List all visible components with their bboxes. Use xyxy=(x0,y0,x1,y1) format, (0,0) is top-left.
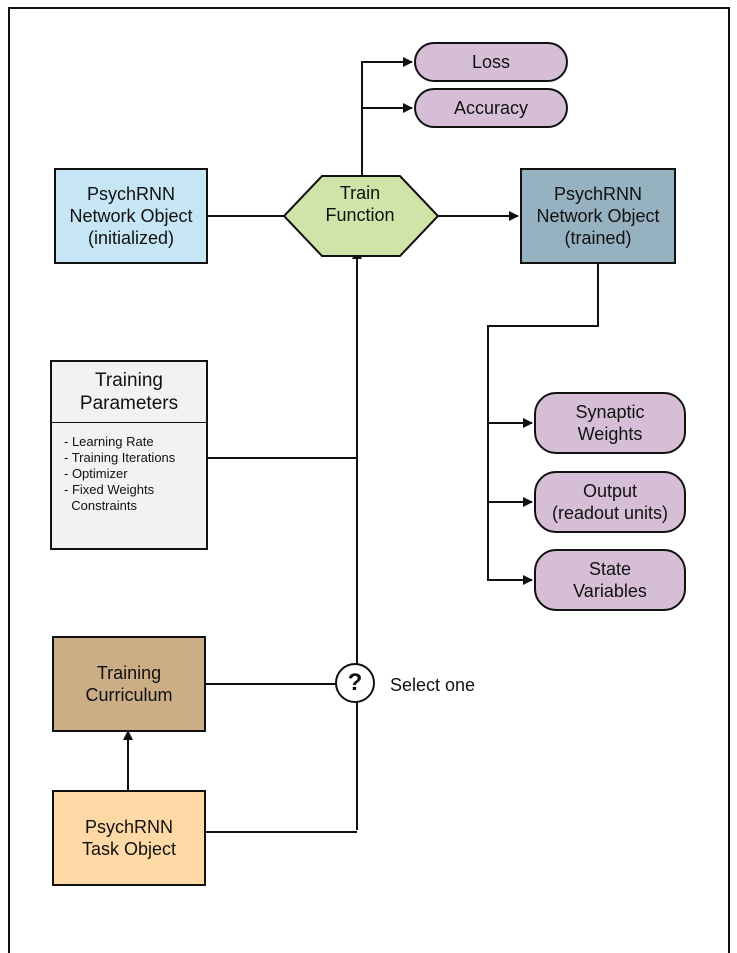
readout-line-2: (readout units) xyxy=(551,503,669,523)
param-item: Constraints xyxy=(64,498,137,513)
frame-border xyxy=(8,7,730,953)
training-parameters-title-line-2: Parameters xyxy=(79,393,179,414)
network-object-initialized: PsychRNN Network Object (initialized) xyxy=(54,168,208,264)
select-one-label: Select one xyxy=(390,675,476,695)
accuracy-output: Accuracy xyxy=(414,88,568,128)
network-trained-line-2: Network Object xyxy=(536,206,660,226)
readout-line-1: Output xyxy=(582,481,638,501)
training-parameters: Training Parameters - Learning Rate - Tr… xyxy=(50,360,208,550)
param-item: - Training Iterations xyxy=(64,450,176,465)
training-parameters-title: Training Parameters xyxy=(52,362,206,423)
readout-output: Output (readout units) xyxy=(534,471,686,533)
training-curriculum-line-2: Curriculum xyxy=(85,685,173,705)
param-item: - Fixed Weights xyxy=(64,482,155,497)
loss-output: Loss xyxy=(414,42,568,82)
training-curriculum: Training Curriculum xyxy=(52,636,206,732)
network-trained-line-1: PsychRNN xyxy=(553,184,642,204)
task-object-line-1: PsychRNN xyxy=(84,817,173,837)
network-initialized-line-1: PsychRNN xyxy=(86,184,175,204)
train-function-line-2: Function xyxy=(325,205,395,225)
task-object: PsychRNN Task Object xyxy=(52,790,206,886)
train-function-shape xyxy=(282,175,440,257)
train-function-line-1: Train xyxy=(339,183,381,203)
training-parameters-title-line-1: Training xyxy=(95,370,163,391)
state-variables-line-1: State xyxy=(588,559,632,579)
task-object-line-2: Task Object xyxy=(81,839,177,859)
loss-label: Loss xyxy=(471,52,511,72)
param-item: - Learning Rate xyxy=(64,434,154,449)
network-initialized-line-2: Network Object xyxy=(69,206,193,226)
synaptic-weights-line-1: Synaptic xyxy=(575,402,645,422)
param-item: - Optimizer xyxy=(64,466,128,481)
edge-trained-down xyxy=(487,264,599,580)
training-curriculum-line-1: Training xyxy=(96,663,162,683)
network-trained-line-3: (trained) xyxy=(564,228,632,248)
network-object-trained: PsychRNN Network Object (trained) xyxy=(520,168,676,264)
state-variables-line-2: Variables xyxy=(573,581,647,601)
train-function: Train Function xyxy=(282,161,438,247)
question-mark-symbol: ? xyxy=(347,669,363,696)
state-variables-output: State Variables xyxy=(534,549,686,611)
select-one-question-icon: ? xyxy=(335,663,375,703)
training-parameters-list: - Learning Rate - Training Iterations - … xyxy=(64,434,175,514)
network-initialized-line-3: (initialized) xyxy=(87,228,175,248)
synaptic-weights-line-2: Weights xyxy=(577,424,643,444)
accuracy-label: Accuracy xyxy=(453,98,529,118)
synaptic-weights-output: Synaptic Weights xyxy=(534,392,686,454)
